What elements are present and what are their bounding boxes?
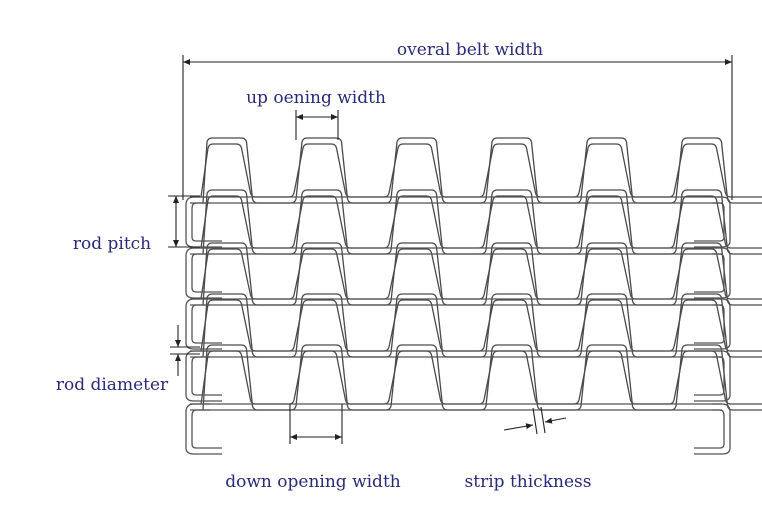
belt-strip-row-1-inner (200, 143, 762, 198)
strip-thickness-dimension (503, 406, 567, 435)
rod-pitch-label: rod pitch (73, 234, 151, 254)
belt-strip-row-5-inner (200, 350, 762, 405)
rod-loop-right-3 (694, 298, 731, 350)
strip-thickness-label: strip thickness (465, 472, 592, 492)
belt-strip-row-2-outer (202, 189, 762, 255)
rod-loop-right-5 (694, 403, 731, 455)
rod-pitch-dimension (168, 195, 200, 248)
up-opening-dimension (295, 110, 339, 140)
rod-ends (185, 196, 731, 455)
belt-rows (190, 137, 762, 411)
down-opening-label: down opening width (225, 472, 401, 492)
up-opening-label: up oening width (246, 88, 386, 108)
rod-loop-right-2 (694, 247, 731, 299)
belt-strip-row-5-outer (202, 344, 762, 411)
down-opening-dimension (289, 404, 343, 444)
rod-diameter-dimension (170, 325, 200, 376)
rod-loop-left-4 (185, 350, 222, 402)
belt-strip-row-4-inner (200, 299, 762, 352)
belt-strip-row-4-outer (202, 293, 762, 358)
rod-loop-left-3 (185, 298, 222, 350)
overall-width-dimension (182, 55, 733, 200)
rod-loop-right-4 (694, 350, 731, 402)
rod-row-5 (190, 403, 722, 411)
belt-strip-row-3-outer (202, 242, 762, 306)
belt-strip-row-1-outer (202, 137, 762, 204)
belt-strip-row-3-inner (200, 248, 762, 300)
rod-diameter-label: rod diameter (56, 375, 169, 395)
belt-strip-row-2-inner (200, 195, 762, 249)
rod-row-1 (190, 196, 722, 204)
rod-row-4 (190, 350, 722, 358)
rod-loop-right-1 (694, 196, 731, 248)
rod-loop-left-2 (185, 247, 222, 299)
rod-loop-left-5 (185, 403, 222, 455)
rod-row-2 (190, 247, 722, 255)
overall-width-label: overal belt width (397, 40, 543, 60)
rod-row-3 (190, 298, 722, 306)
